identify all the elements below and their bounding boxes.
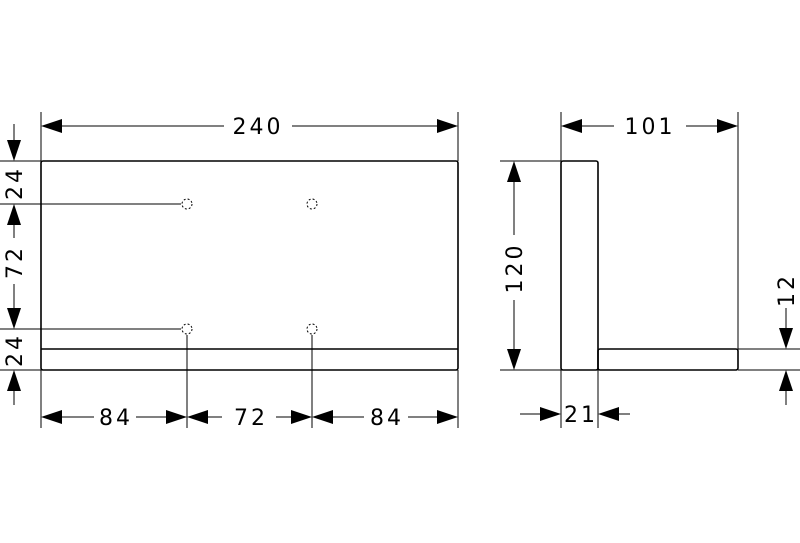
dim-label-left-offset: 84: [99, 406, 133, 431]
dim-label-shelf-thickness: 12: [775, 273, 800, 307]
mounting-hole-bottom-left: [181, 323, 193, 335]
dim-label-depth: 101: [625, 115, 676, 140]
dim-label-right-offset: 84: [370, 406, 404, 431]
side-view: 101 120 21 12: [500, 112, 800, 428]
dim-label-total-width: 240: [233, 115, 284, 140]
dim-label-top-offset: 24: [3, 166, 28, 200]
dim-label-wall-thickness: 21: [564, 403, 598, 428]
mounting-hole-top-left: [181, 198, 193, 210]
dim-label-hole-spacing-h: 72: [234, 406, 268, 431]
dimension-wall-thickness: 21: [520, 403, 630, 428]
dimension-chain-left: 24 72 24: [3, 124, 28, 405]
front-view: 240 84 72 84 24: [0, 112, 459, 431]
dim-label-height: 120: [503, 243, 528, 294]
dim-label-bottom-offset: 24: [3, 333, 28, 367]
front-panel-outline: [40, 160, 459, 371]
dimension-chain-bottom: 84 72 84: [41, 406, 458, 431]
side-back-plate: [560, 160, 599, 371]
dimension-height: 120: [503, 161, 528, 370]
dimension-shelf-thickness: 12: [775, 273, 800, 405]
dimension-total-width: 240: [41, 115, 458, 140]
side-shelf: [597, 348, 739, 371]
dim-label-hole-spacing-v: 72: [3, 245, 28, 279]
mounting-hole-bottom-right: [306, 323, 318, 335]
mounting-hole-top-right: [306, 198, 318, 210]
dimension-depth: 101: [561, 115, 738, 140]
